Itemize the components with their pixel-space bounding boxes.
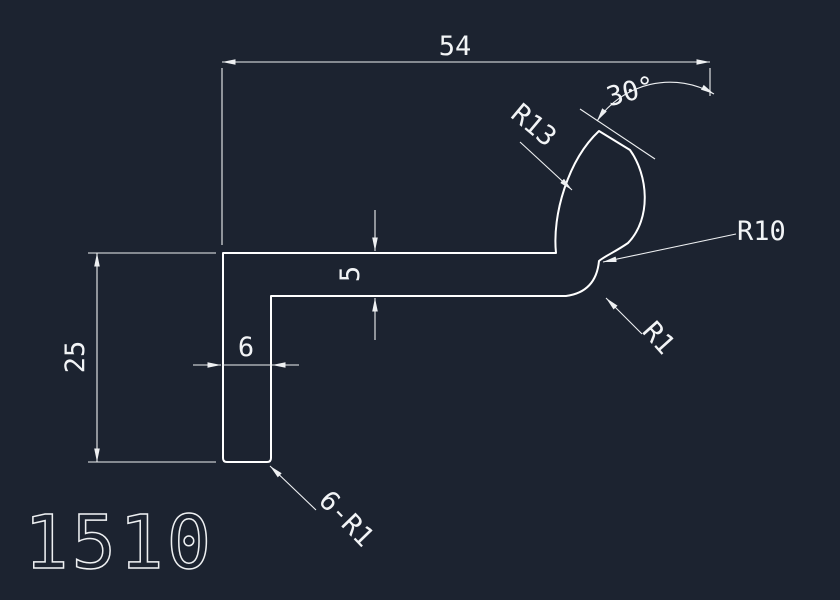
- dim-overall-width: 54: [221, 31, 711, 245]
- dim-leg-width: 6: [193, 332, 299, 368]
- dim-root-fillet: R1: [605, 297, 681, 361]
- dim-corner-fillets: 6-R1: [269, 465, 380, 553]
- dim-hook-inner-radius: R10: [602, 216, 786, 263]
- part-number-label: 1510: [24, 500, 214, 586]
- dim-tip-angle: 30°: [579, 71, 715, 160]
- dim-hook-outer-radius: R13: [505, 98, 573, 191]
- hook-outer-radius-label: R13: [505, 98, 562, 153]
- profile-outline: [222, 130, 646, 463]
- overall-width-label: 54: [439, 31, 472, 62]
- hook-inner-radius-label: R10: [737, 216, 786, 247]
- corner-fillets-label: 6-R1: [312, 485, 379, 553]
- dim-leg-height: 25: [60, 252, 216, 463]
- leader-line: [519, 141, 573, 191]
- angle-reference-line: [579, 108, 656, 160]
- angle-arc: [596, 81, 715, 122]
- leader-line: [605, 297, 643, 335]
- arm-thickness-label: 5: [335, 266, 366, 282]
- dim-arm-thickness: 5: [335, 210, 378, 340]
- tip-angle-label: 30°: [603, 71, 658, 114]
- root-fillet-label: R1: [636, 316, 681, 361]
- leader-line: [602, 233, 737, 263]
- leg-width-label: 6: [238, 332, 254, 363]
- leg-height-label: 25: [60, 341, 91, 374]
- leader-line: [269, 465, 317, 511]
